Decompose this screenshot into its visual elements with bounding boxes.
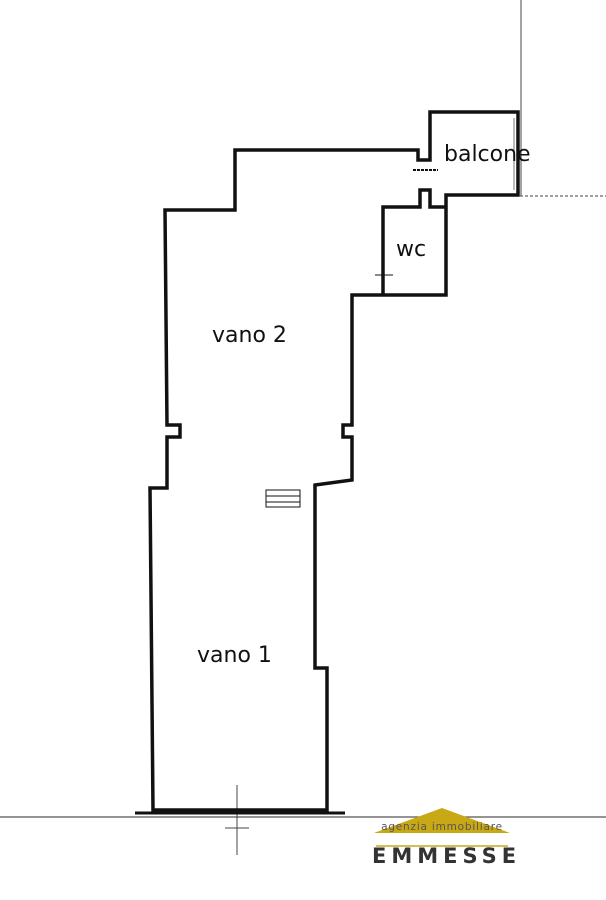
roof-icon [374, 808, 510, 847]
room-label-vano2: vano 2 [212, 323, 287, 348]
wc-walls [381, 188, 446, 295]
room-label-balcone: balcone [444, 142, 531, 167]
room-label-vano1: vano 1 [197, 643, 272, 668]
logo-name: EMMESSE [372, 844, 522, 868]
agency-logo: agenzia immobiliare EMMESSE [372, 806, 522, 872]
room-label-wc: wc [396, 237, 427, 262]
logo-subtitle: agenzia immobiliare [381, 821, 503, 833]
steps [265, 489, 301, 508]
wall-outline [148, 110, 520, 812]
